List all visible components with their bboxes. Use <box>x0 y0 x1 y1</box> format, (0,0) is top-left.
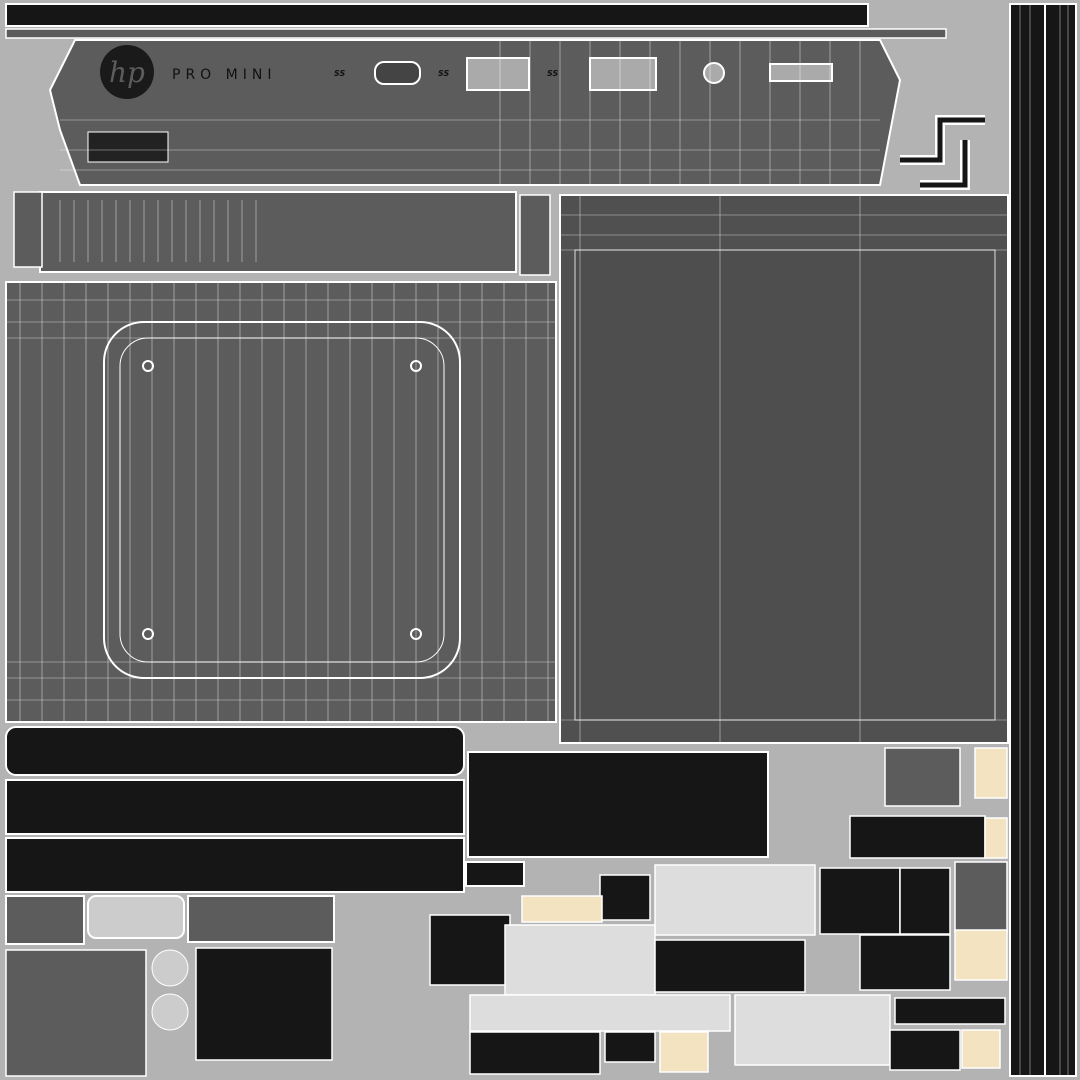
connector-part <box>859 934 951 991</box>
connector-part <box>849 815 986 859</box>
rail-2 <box>5 779 465 835</box>
highlight-part <box>984 817 1008 859</box>
audio-jack <box>703 62 725 84</box>
usb-c-label: SS <box>334 69 345 78</box>
hp-logo <box>100 45 154 99</box>
connector-part <box>429 914 511 986</box>
power-button <box>769 63 833 82</box>
wireframe-lines <box>6 4 1069 1076</box>
highlight-part <box>659 1031 709 1073</box>
model-label: PRO MINI <box>172 67 276 83</box>
highlight-part <box>954 929 1008 981</box>
usb-c-port <box>374 61 421 85</box>
rear-io-panel <box>39 191 517 273</box>
connector-part <box>884 747 961 807</box>
connector-part <box>469 994 731 1032</box>
connector-part <box>819 867 901 935</box>
connector-part <box>954 861 1008 933</box>
connector-part <box>894 997 1006 1025</box>
panel-inset <box>87 131 169 163</box>
highlight-parts <box>521 747 1008 1073</box>
top-edge-strip <box>5 28 947 39</box>
rail-3 <box>5 837 465 893</box>
connector-part <box>654 939 806 993</box>
connector-part <box>599 874 651 921</box>
highlight-part <box>974 747 1008 799</box>
front-panel <box>48 39 902 186</box>
inner-frame <box>467 751 769 858</box>
highlight-part <box>521 895 603 923</box>
usb-a-port-1 <box>466 57 530 91</box>
highlight-part <box>961 1029 1001 1069</box>
usb-a-label-2: SS <box>547 69 558 78</box>
connector-part <box>889 1029 961 1071</box>
connector-part <box>899 867 951 935</box>
connector-part <box>734 994 891 1066</box>
connector-part <box>654 864 816 936</box>
side-strip <box>1009 3 1077 1077</box>
connector-parts <box>429 747 1008 1075</box>
connector-part <box>604 1031 656 1063</box>
usb-a-label-1: SS <box>438 69 449 78</box>
rail-1 <box>5 726 465 776</box>
connector-part <box>469 1031 601 1075</box>
connector-part <box>504 924 656 996</box>
bottom-cover <box>5 281 557 723</box>
top-strip <box>5 3 869 27</box>
hp-logo-text: hp <box>109 56 145 89</box>
usb-a-port-2 <box>589 57 657 91</box>
